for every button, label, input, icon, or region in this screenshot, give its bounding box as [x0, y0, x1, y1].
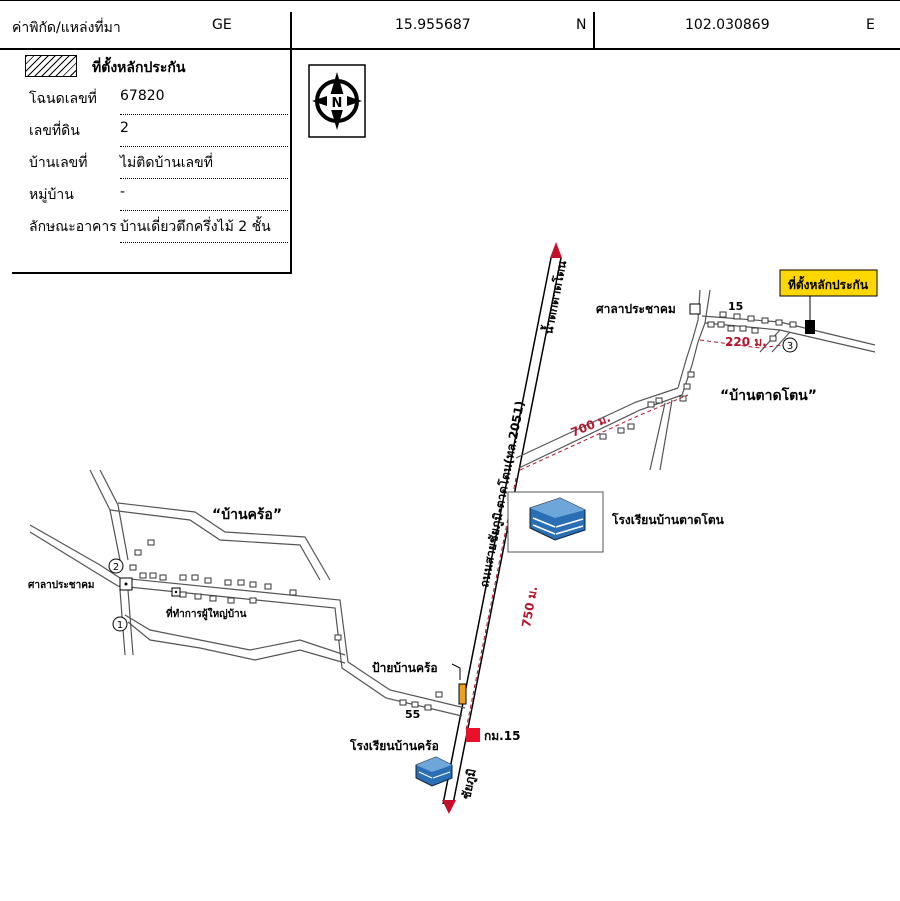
distance-750-label: 750 ม.	[519, 585, 540, 629]
khro-sign: ป้ายบ้านคร้อ	[372, 661, 467, 705]
marker-1: 1	[112, 616, 128, 632]
house-number-value: ไม่ติดบ้านเลขที่	[120, 155, 213, 171]
school-building-icon	[415, 756, 453, 787]
marker-2: 2	[108, 558, 124, 574]
marker-2-label: 2	[113, 562, 119, 573]
school-khro: โรงเรียนบ้านคร้อ	[349, 738, 453, 787]
coordinate-header: ค่าพิกัด/แหล่งที่มา GE 15.955687 N 102.0…	[0, 0, 900, 50]
km-marker: กม.15	[466, 728, 520, 743]
legend-label: ที่ตั้งหลักประกัน	[92, 60, 186, 76]
building-type-value: บ้านเดี่ยวตึกครึ่งไม้ 2 ชั้น	[120, 219, 271, 235]
to-chaiyaphum-label: ชัยภูมิ	[459, 767, 480, 800]
land-number-value: 2	[120, 120, 129, 136]
school-khro-label: โรงเรียนบ้านคร้อ	[349, 738, 439, 753]
headman-office-label: ที่ทำการผู้ใหญ่บ้าน	[166, 606, 247, 621]
collateral-hatch-swatch	[25, 55, 77, 77]
header-divider-2	[593, 12, 595, 48]
latitude-direction: N	[576, 17, 587, 33]
main-highway	[442, 242, 562, 814]
hall-tadton: ศาลาประชาคม 15	[596, 300, 743, 316]
dotted-line	[120, 146, 288, 147]
title-deed-label: โฉนดเลขที่	[29, 91, 97, 107]
headman-office: ที่ทำการผู้ใหญ่บ้าน	[166, 587, 247, 621]
header-bottom-line	[0, 48, 900, 50]
marker-1-label: 1	[117, 620, 123, 631]
sign-khro-label: ป้ายบ้านคร้อ	[372, 661, 438, 675]
school-tadton-label: โรงเรียนบ้านตาดโตน	[611, 512, 725, 527]
land-number-label: เลขที่ดิน	[29, 123, 80, 139]
marker-3: 3	[782, 337, 798, 353]
hall-khro: ศาลาประชาคม	[28, 577, 133, 591]
south-road-arrow-icon	[442, 800, 456, 814]
property-info-panel: ที่ตั้งหลักประกัน โฉนดเลขที่ 67820 เลขที…	[12, 50, 292, 274]
hall-khro-label: ศาลาประชาคม	[28, 579, 94, 591]
longitude-value: 102.030869	[685, 17, 770, 33]
collateral-label: ที่ตั้งหลักประกัน	[788, 275, 869, 292]
school-tadton: โรงเรียนบ้านตาดโตน	[507, 491, 725, 553]
header-top-line	[0, 0, 900, 1]
north-arrow-icon: N	[308, 64, 366, 138]
dotted-line	[120, 178, 288, 179]
dotted-line	[120, 114, 288, 115]
title-deed-value: 67820	[120, 88, 165, 104]
village-khro-label: “บ้านคร้อ”	[212, 507, 282, 523]
house-number-label: บ้านเลขที่	[29, 155, 88, 171]
marker-3-label: 3	[787, 341, 793, 352]
village-value: -	[120, 184, 126, 200]
village-label: หมู่บ้าน	[29, 187, 74, 203]
building-type-label: ลักษณะอาคาร	[29, 219, 117, 235]
village-tadton-label: “บ้านตาดโตน”	[720, 386, 817, 404]
dotted-line	[120, 242, 288, 243]
khro-roads	[29, 469, 466, 717]
north-label: N	[332, 96, 343, 111]
distance-220-label: 220 ม.	[725, 335, 767, 349]
tadton-roads	[515, 289, 876, 471]
longitude-direction: E	[866, 17, 875, 33]
coord-source-value: GE	[212, 17, 232, 33]
coord-source-label: ค่าพิกัด/แหล่งที่มา	[12, 20, 121, 36]
north-road-arrow-icon	[550, 242, 562, 258]
header-divider-1	[290, 12, 292, 48]
km-label: กม.15	[484, 729, 520, 743]
school-building-icon	[529, 497, 586, 541]
latitude-value: 15.955687	[395, 17, 471, 33]
number-55-label: 55	[405, 708, 420, 721]
dotted-line	[120, 210, 288, 211]
collateral-marker: ที่ตั้งหลักประกัน	[779, 269, 878, 334]
number-15-label: 15	[728, 300, 743, 313]
house-markers	[129, 311, 797, 711]
hall-tadton-label: ศาลาประชาคม	[596, 302, 676, 316]
